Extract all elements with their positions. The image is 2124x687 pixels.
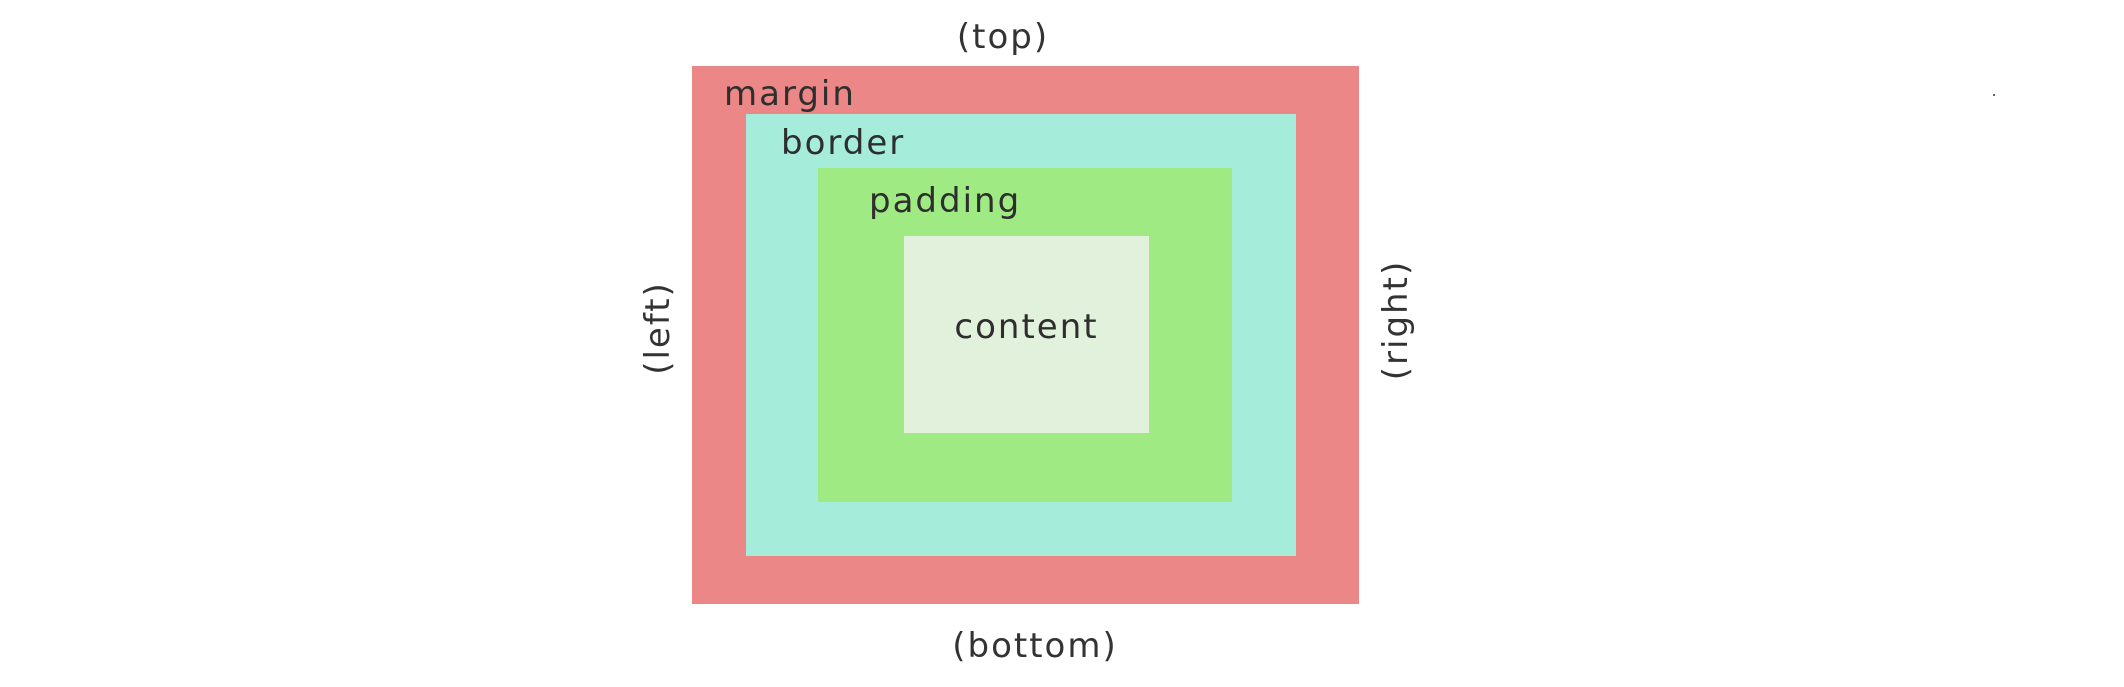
margin-box: margin border padding content	[692, 66, 1359, 604]
padding-label: padding	[869, 181, 1022, 221]
border-box: border padding content	[746, 114, 1296, 556]
padding-box: padding content	[818, 168, 1232, 502]
left-label: (left)	[638, 281, 678, 375]
content-box: content	[904, 236, 1149, 433]
corner-dot	[1993, 94, 1995, 96]
content-label: content	[954, 306, 1099, 347]
bottom-label: (bottom)	[952, 626, 1118, 666]
margin-label: margin	[724, 74, 856, 114]
border-label: border	[781, 123, 906, 163]
right-label: (right)	[1376, 259, 1416, 381]
top-label: (top)	[956, 17, 1050, 57]
